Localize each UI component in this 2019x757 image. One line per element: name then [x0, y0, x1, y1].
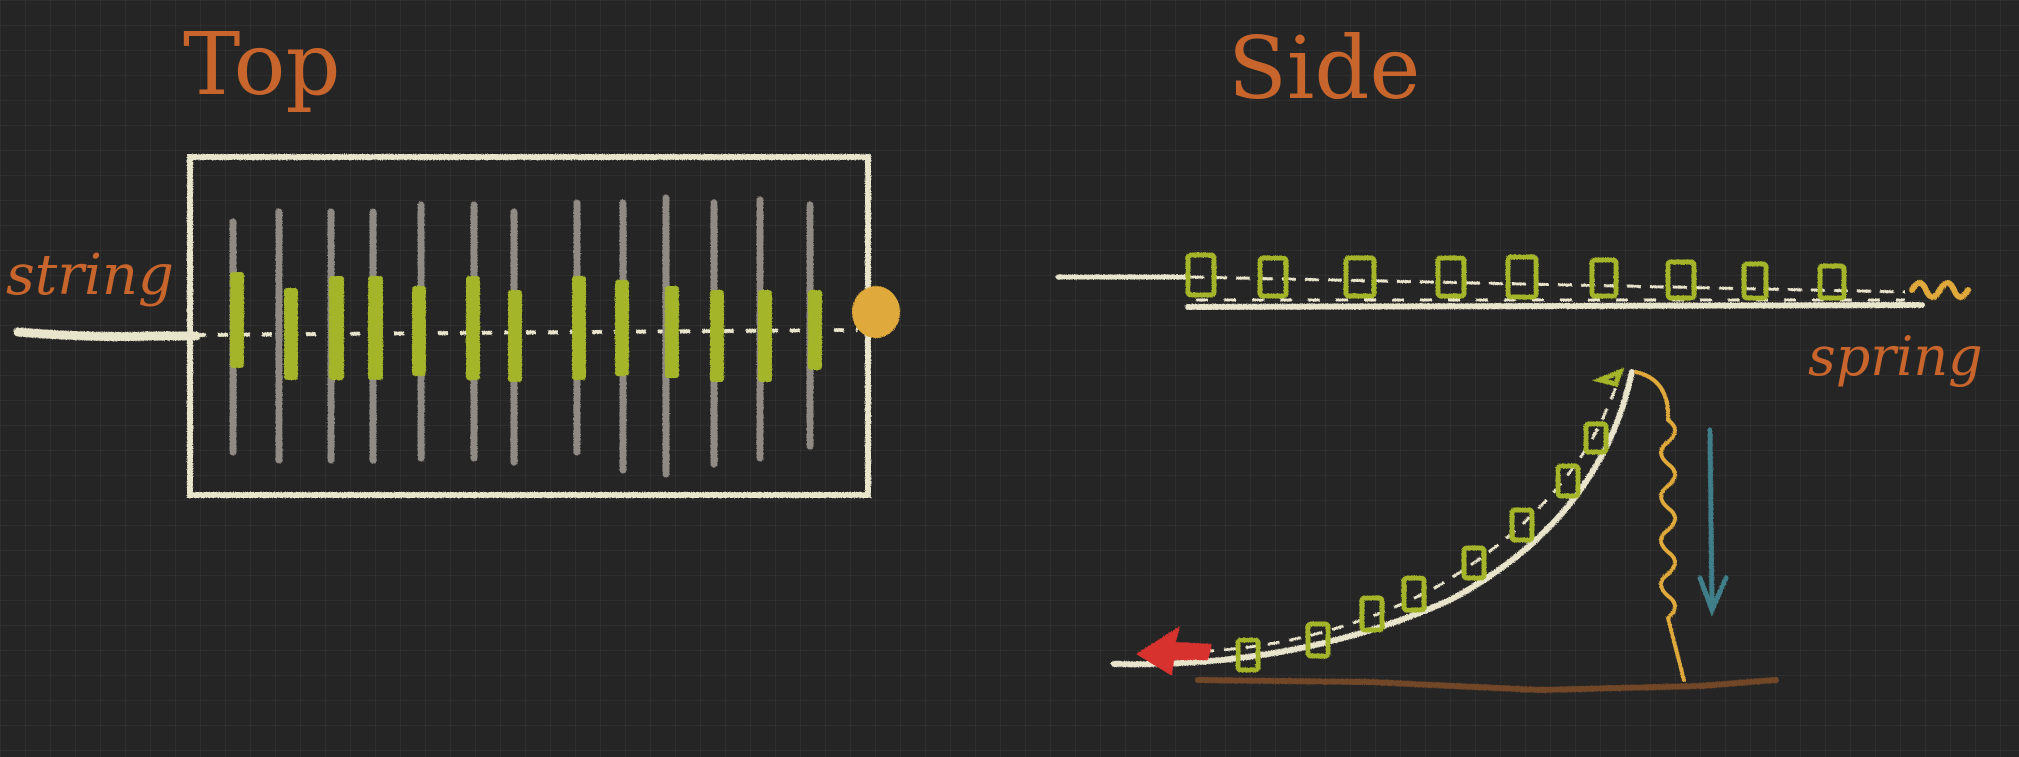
side-view-label: Side: [1228, 19, 1421, 119]
vertical-spring: [1634, 370, 1686, 682]
side-view-flat: [1055, 252, 1971, 310]
side-spring-coil: [1909, 280, 1971, 300]
side-view-curled: [1111, 367, 1779, 694]
ground-line: [1195, 677, 1779, 694]
curved-tabs: [1235, 367, 1625, 673]
side-boxes: [1185, 252, 1847, 301]
string-label: string: [6, 243, 174, 308]
top-view: [13, 154, 900, 498]
side-base-line: [1185, 302, 1925, 310]
top-spring-knob: [852, 286, 900, 338]
top-view-label: Top: [183, 15, 341, 115]
top-string-line: [13, 327, 201, 341]
left-arrow-icon: [1136, 626, 1212, 676]
top-inner-string: [195, 328, 859, 337]
curved-band-inner: [1179, 379, 1620, 654]
curved-band-outer: [1111, 369, 1635, 668]
down-arrow-icon: [1697, 427, 1729, 617]
spring-label: spring: [1808, 325, 1983, 388]
top-paddles: [230, 272, 822, 382]
